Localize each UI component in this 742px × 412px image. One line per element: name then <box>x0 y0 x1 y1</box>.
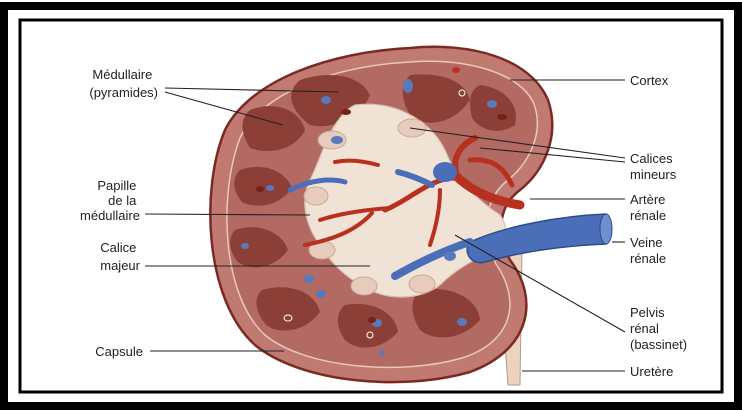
vessel-dot <box>368 317 376 323</box>
vessel-dot <box>304 275 314 283</box>
label-artere-renale: Artère rénale <box>630 192 669 223</box>
label-line: Artère <box>630 192 665 207</box>
vessel-dot <box>403 79 413 93</box>
vessel-dot <box>341 109 351 115</box>
label-calices-mineurs: Calices mineurs <box>630 151 677 182</box>
label-veine-renale: Veine rénale <box>630 235 666 266</box>
vessel-dot <box>497 114 507 120</box>
label-line: Cortex <box>630 73 669 88</box>
label-line: Médullaire <box>92 67 152 82</box>
label-capsule: Capsule <box>95 344 143 359</box>
label-line: mineurs <box>630 167 677 182</box>
label-line: rénal <box>630 321 659 336</box>
label-line: Pelvis <box>630 305 665 320</box>
vessel-dot <box>457 318 467 326</box>
vein-section <box>433 162 457 182</box>
vessel-dot <box>321 96 331 104</box>
calyx <box>409 275 435 293</box>
label-line: médullaire <box>80 208 140 223</box>
vessel-dot <box>444 251 456 261</box>
label-line: majeur <box>100 258 140 273</box>
calyx <box>304 187 328 205</box>
label-line: Capsule <box>95 344 143 359</box>
label-line: rénale <box>630 251 666 266</box>
label-line: (pyramides) <box>89 85 158 100</box>
vessel-dot <box>379 350 385 356</box>
label-line: (bassinet) <box>630 337 687 352</box>
calyx <box>351 277 377 295</box>
label-line: Veine <box>630 235 663 250</box>
label-cortex: Cortex <box>630 73 669 88</box>
label-line: Calices <box>630 151 673 166</box>
label-line: Calice <box>100 240 136 255</box>
renal-vein-opening <box>600 214 612 244</box>
vessel-dot <box>316 290 326 298</box>
vessel-dot <box>487 100 497 108</box>
vessel-dot <box>452 67 460 73</box>
vessel-dot <box>266 185 274 191</box>
vessel-dot <box>256 186 264 192</box>
label-line: Papille <box>97 178 136 193</box>
label-line: rénale <box>630 208 666 223</box>
vessel-dot <box>331 136 343 144</box>
vessel-dot <box>241 243 249 249</box>
label-line: Uretère <box>630 364 673 379</box>
label-line: de la <box>108 193 137 208</box>
label-uretere: Uretère <box>630 364 673 379</box>
